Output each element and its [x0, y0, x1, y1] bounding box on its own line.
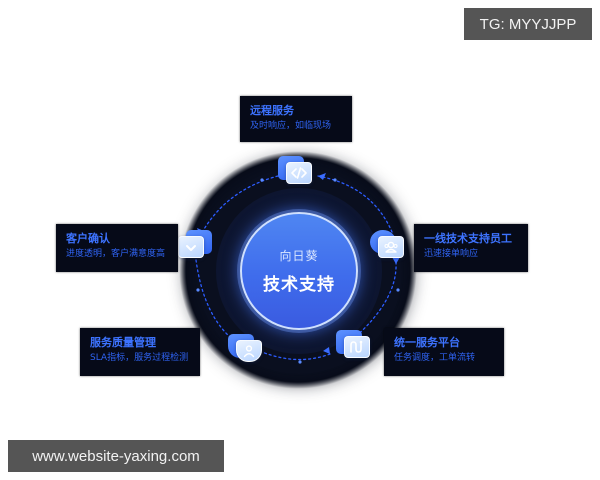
node-unified-platform-card: 统一服务平台 任务调度，工单流转 [384, 328, 504, 376]
watermark-bottom-left: www.website-yaxing.com [8, 440, 224, 472]
node-frontline-staff-icon-tile [370, 230, 404, 260]
node-desc: 迅速接单响应 [424, 249, 479, 259]
node-title: 统一服务平台 [394, 336, 460, 349]
node-title: 远程服务 [250, 104, 294, 117]
node-title: 一线技术支持员工 [424, 232, 512, 245]
node-desc: 任务调度，工单流转 [394, 353, 476, 363]
workflow-icon [344, 336, 370, 358]
node-remote-service-icon-tile [278, 156, 312, 186]
node-desc: 进度透明，客户满意度高 [66, 249, 166, 259]
node-title: 客户确认 [66, 232, 110, 245]
node-title: 服务质量管理 [90, 336, 156, 349]
center-hub: 向日葵 技术支持 [240, 212, 358, 330]
check-icon [178, 236, 204, 258]
node-remote-service-card: 远程服务 及时响应，如临现场 [240, 96, 352, 142]
node-quality-management-card: 服务质量管理 SLA指标，服务过程检测 [80, 328, 200, 376]
node-frontline-staff-card: 一线技术支持员工 迅速接单响应 [414, 224, 528, 272]
center-subtitle: 向日葵 [279, 249, 319, 263]
node-desc: 及时响应，如临现场 [250, 121, 332, 131]
watermark-top-right: TG: MYYJJPP [464, 8, 592, 40]
node-quality-management-icon-tile [228, 334, 262, 364]
node-customer-confirm-card: 客户确认 进度透明，客户满意度高 [56, 224, 178, 272]
center-title: 技术支持 [263, 275, 335, 295]
shield-user-icon [236, 340, 262, 362]
node-unified-platform-icon-tile [336, 330, 370, 360]
code-icon [286, 162, 312, 184]
node-customer-confirm-icon-tile [178, 230, 212, 260]
node-desc: SLA指标，服务过程检测 [90, 353, 189, 363]
team-icon [378, 236, 404, 258]
